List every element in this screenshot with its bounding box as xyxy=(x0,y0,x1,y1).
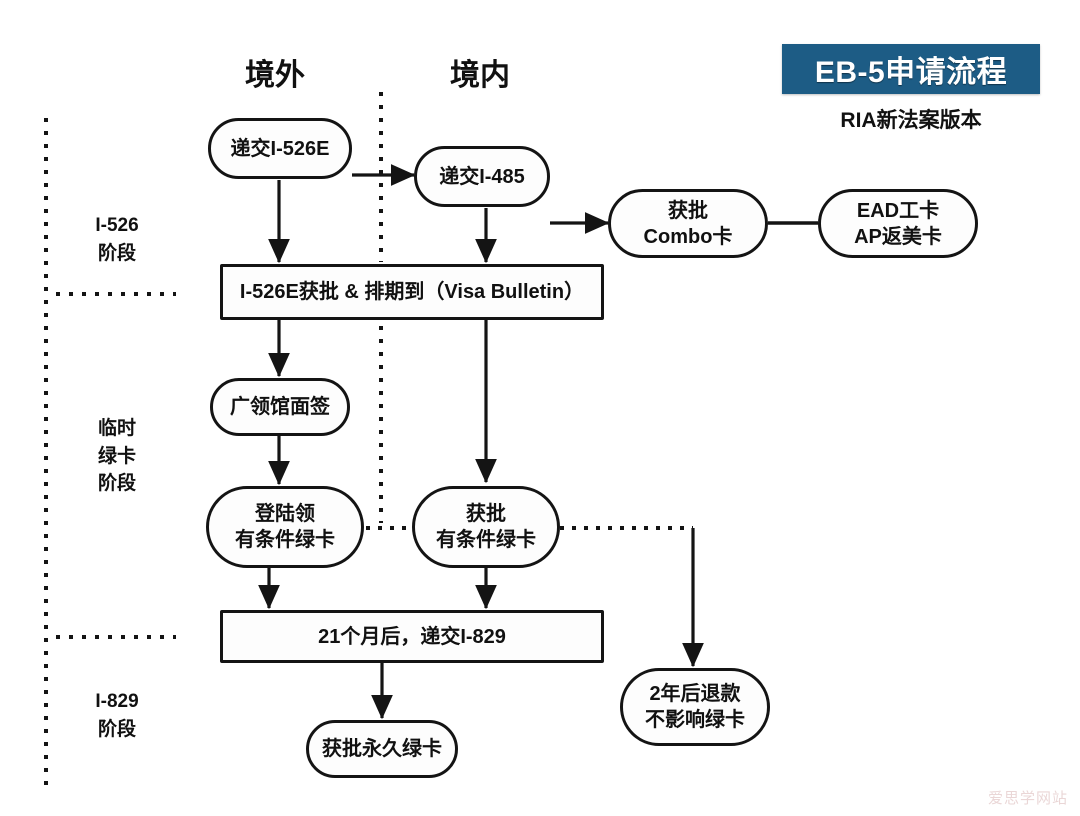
node-refund-line-1: 2年后退款 xyxy=(649,683,741,705)
title-banner: EB-5申请流程 xyxy=(782,44,1040,94)
node-submit-i829-label: 21个月后，递交I-829 xyxy=(318,625,506,648)
node-submit-i485[interactable]: 递交I-485 xyxy=(414,146,550,207)
node-submit-i526e[interactable]: 递交I-526E xyxy=(208,118,352,179)
stage-i526-line-2: 阶段 xyxy=(97,242,136,264)
node-approved-cgc-line-1: 获批 xyxy=(466,503,506,525)
column-header-domestic: 境内 xyxy=(450,59,510,92)
node-submit-i829[interactable]: 21个月后，递交I-829 xyxy=(220,610,604,663)
column-header-overseas: 境外 xyxy=(245,59,305,92)
stage-i829-line-1: I-829 xyxy=(95,691,139,712)
stage-cgc-line-2: 绿卡 xyxy=(97,445,136,467)
node-refund-line-2: 不影响绿卡 xyxy=(645,709,745,731)
node-submit-i526e-label: 递交I-526E xyxy=(230,137,330,160)
node-submit-i485-label: 递交I-485 xyxy=(439,165,525,188)
node-approved-cgc-line-2: 有条件绿卡 xyxy=(436,529,536,551)
watermark: 爱思学网站 xyxy=(987,790,1068,807)
node-approved-permanent-gc[interactable]: 获批永久绿卡 xyxy=(306,720,458,778)
node-ead-ap[interactable]: EAD工卡 AP返美卡 xyxy=(818,189,978,258)
node-approved-combo-line-1: 获批 xyxy=(668,199,708,222)
node-i526e-approved[interactable]: I-526E获批 & 排期到（Visa Bulletin） xyxy=(220,264,604,320)
node-i526e-approved-label: I-526E获批 & 排期到（Visa Bulletin） xyxy=(239,281,585,303)
node-ead-ap-line-1: EAD工卡 xyxy=(856,199,940,222)
stage-label-i829: I-829 阶段 xyxy=(62,688,172,743)
stage-label-i526: I-526 阶段 xyxy=(62,212,172,267)
node-approved-conditional-gc[interactable]: 获批 有条件绿卡 xyxy=(412,486,560,568)
banner-title: EB-5申请流程 xyxy=(814,56,1008,89)
node-approved-combo[interactable]: 获批 Combo卡 xyxy=(608,189,768,258)
stage-i526-line-1: I-526 xyxy=(95,215,139,236)
stage-label-conditional-gc: 临时 绿卡 阶段 xyxy=(62,415,172,498)
stage-cgc-line-3: 阶段 xyxy=(97,473,136,495)
node-land-cgc-line-1: 登陆领 xyxy=(255,503,315,525)
node-approved-permanent-gc-label: 获批永久绿卡 xyxy=(322,738,442,760)
node-consulate-interview-label: 广领馆面签 xyxy=(230,396,330,418)
node-approved-combo-line-2: Combo卡 xyxy=(643,225,733,248)
node-land-conditional-gc[interactable]: 登陆领 有条件绿卡 xyxy=(206,486,364,568)
node-land-cgc-line-2: 有条件绿卡 xyxy=(235,529,335,551)
stage-i829-line-2: 阶段 xyxy=(97,718,136,740)
banner-subtitle: RIA新法案版本 xyxy=(840,109,982,132)
stage-cgc-line-1: 临时 xyxy=(97,418,136,439)
node-refund-two-years[interactable]: 2年后退款 不影响绿卡 xyxy=(620,668,770,746)
node-consulate-interview[interactable]: 广领馆面签 xyxy=(210,378,350,436)
node-ead-ap-line-2: AP返美卡 xyxy=(854,225,942,248)
